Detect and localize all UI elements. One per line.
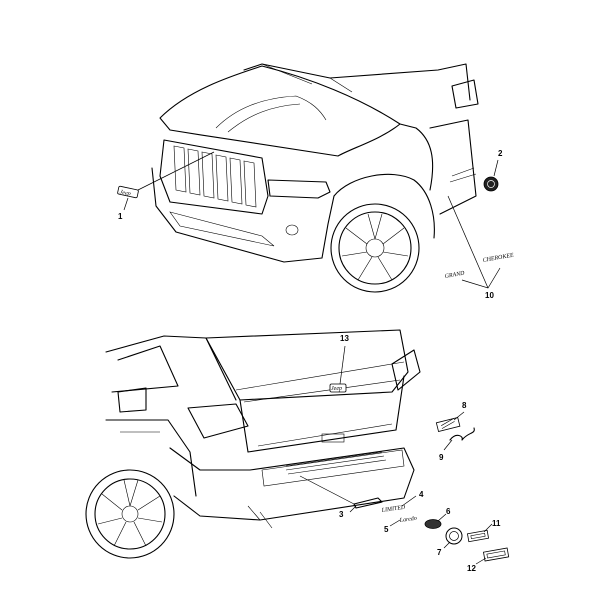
front-vehicle-view [151, 63, 479, 293]
callout-12: 12 [467, 564, 476, 573]
cherokee-text: CHEROKEE [482, 253, 514, 264]
callout-7: 7 [437, 548, 442, 557]
callout-5: 5 [384, 525, 389, 534]
rear-jeep-badge: Jeep [329, 383, 347, 393]
oval-badge [424, 519, 442, 529]
rear-vehicle-view [85, 329, 421, 559]
laredo-text: Laredo [398, 516, 417, 524]
front-jeep-badge-text: Jeep [119, 189, 131, 197]
front-jeep-badge: Jeep [117, 185, 139, 199]
grand-cherokee-nameplate: GRAND CHEROKEE [444, 253, 514, 280]
callout-3: 3 [339, 510, 344, 519]
laredo-badge: Laredo [398, 516, 417, 524]
limited-badge: LIMITED [380, 505, 406, 514]
rear-jeep-badge-text: Jeep [331, 386, 342, 392]
callout-11: 11 [492, 519, 501, 528]
callout-1: 1 [118, 212, 123, 221]
callout-6: 6 [446, 507, 451, 516]
callout-10: 10 [485, 291, 494, 300]
callout-13: 13 [340, 334, 349, 343]
callout-2: 2 [498, 149, 503, 158]
plaque-11 [466, 529, 490, 543]
side-round-emblem [483, 176, 499, 192]
limited-text: LIMITED [380, 505, 406, 514]
trim-badge-8 [435, 416, 461, 432]
callout-9: 9 [439, 453, 444, 462]
round-badge [445, 527, 463, 545]
callout-8: 8 [462, 401, 467, 410]
plaque-12 [483, 547, 510, 562]
grand-text: GRAND [444, 270, 465, 279]
callout-4: 4 [419, 490, 424, 499]
script-badge-9 [449, 427, 475, 441]
